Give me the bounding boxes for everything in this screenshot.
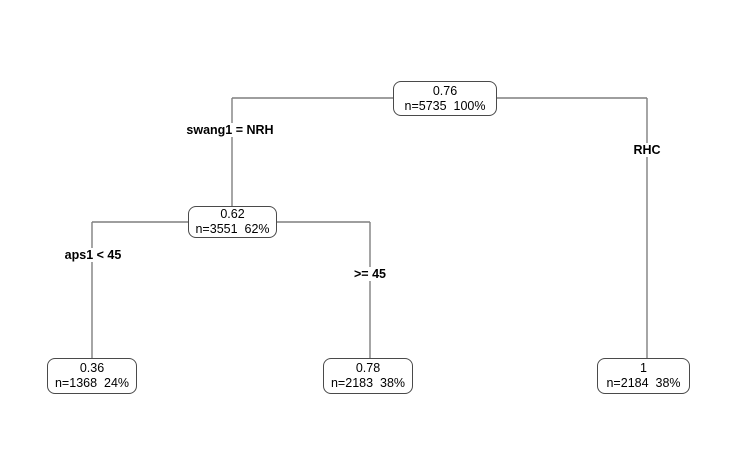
node-value: 0.62 bbox=[220, 207, 245, 221]
node-value: 1 bbox=[640, 361, 647, 375]
node-value: 0.78 bbox=[355, 361, 381, 375]
node-value: 0.36 bbox=[79, 361, 105, 375]
tree-node-root: 0.76 n=5735 100% bbox=[393, 81, 497, 116]
node-stats: n=2184 38% bbox=[606, 376, 681, 390]
split-label-internal-right: >= 45 bbox=[352, 267, 388, 281]
node-stats: n=1368 24% bbox=[54, 376, 130, 390]
tree-leaf-middle: 0.78 n=2183 38% bbox=[323, 358, 413, 394]
node-stats: n=5735 100% bbox=[404, 98, 486, 113]
tree-leaf-left: 0.36 n=1368 24% bbox=[47, 358, 137, 394]
split-label-root-left: swang1 = NRH bbox=[184, 123, 276, 137]
split-label-internal-left: aps1 < 45 bbox=[62, 248, 124, 262]
node-stats: n=3551 62% bbox=[195, 222, 270, 236]
tree-node-internal: 0.62 n=3551 62% bbox=[188, 206, 277, 238]
tree-leaf-right: 1 n=2184 38% bbox=[597, 358, 690, 394]
node-stats: n=2183 38% bbox=[330, 376, 406, 390]
split-label-root-right: RHC bbox=[631, 143, 663, 157]
node-value: 0.76 bbox=[432, 83, 458, 98]
